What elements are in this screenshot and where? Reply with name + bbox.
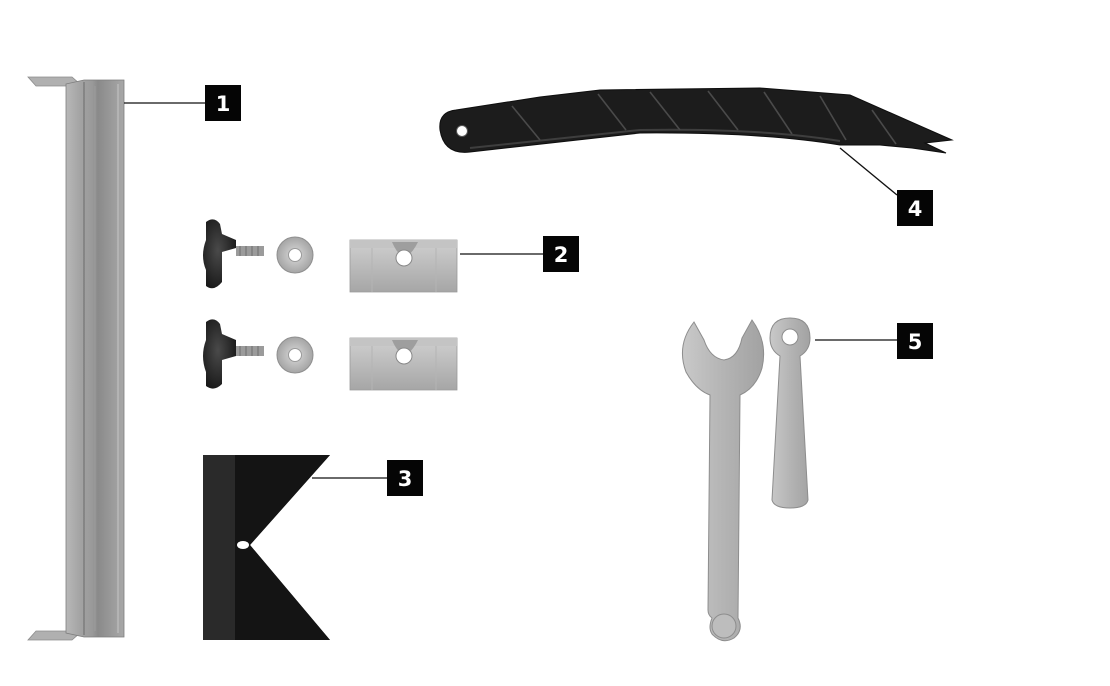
callout-4: 4 — [897, 190, 933, 226]
washer-icon — [276, 336, 314, 374]
callout-label: 1 — [216, 92, 231, 116]
clamp-block — [349, 239, 458, 293]
callout-3: 3 — [387, 460, 423, 496]
callout-1: 1 — [205, 85, 241, 121]
callout-5: 5 — [897, 323, 933, 359]
star-knob-icon — [203, 219, 264, 289]
angle-guide — [203, 455, 330, 640]
clamp-set — [203, 219, 458, 391]
washer-icon — [276, 236, 314, 274]
clamp-block — [349, 337, 458, 391]
guide-rail — [27, 76, 125, 641]
star-knob-icon — [203, 319, 264, 389]
callout-label: 5 — [908, 330, 923, 354]
pin-spanner-icon — [769, 317, 811, 509]
leader-line-4 — [839, 147, 898, 196]
saw-blade — [439, 87, 954, 154]
callout-label: 3 — [398, 467, 413, 491]
callout-label: 2 — [554, 243, 569, 267]
open-end-wrench-icon — [681, 319, 765, 642]
callout-label: 4 — [908, 197, 923, 221]
callout-2: 2 — [543, 236, 579, 272]
